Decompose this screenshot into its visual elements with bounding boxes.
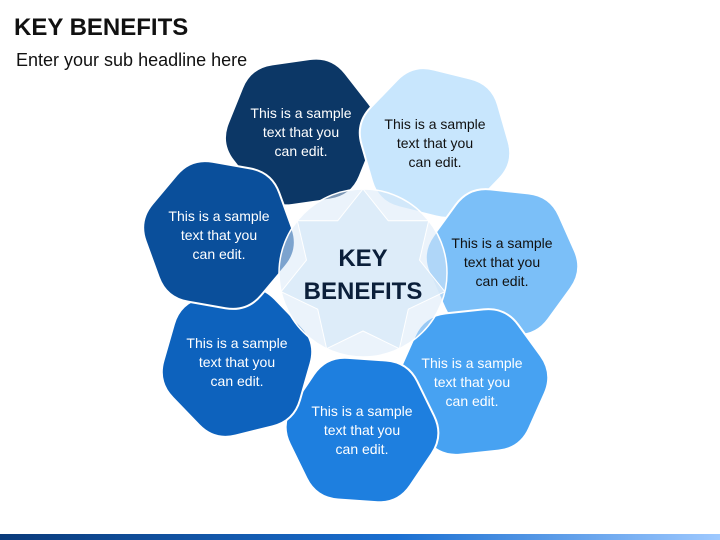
petal-text-1[interactable]: This is a sample text that you can edit. xyxy=(250,105,351,159)
benefit-petal-7: This is a sample text that you can edit. xyxy=(142,160,296,310)
benefit-petal-6: This is a sample text that you can edit. xyxy=(160,286,314,438)
petal-text-line: text that you xyxy=(324,422,400,438)
center-star-shape xyxy=(280,188,446,350)
benefit-petal-1: This is a sample text that you can edit. xyxy=(223,57,379,207)
benefit-petal-2: This is a sample text that you can edit. xyxy=(358,67,512,219)
petal-text-7[interactable]: This is a sample text that you can edit. xyxy=(168,208,269,262)
petal-text-line: can edit. xyxy=(409,154,462,170)
center-hub: KEY BENEFITS xyxy=(278,188,448,358)
petal-text-line: This is a sample xyxy=(384,116,485,132)
petal-text-5[interactable]: This is a sample text that you can edit. xyxy=(311,403,412,457)
petal-text-line: This is a sample xyxy=(311,403,412,419)
petal-text-line: text that you xyxy=(434,374,510,390)
center-title-line-1: KEY xyxy=(338,245,387,272)
petal-text-line: This is a sample xyxy=(451,235,552,251)
petal-text-line: This is a sample xyxy=(421,355,522,371)
petal-text-line: This is a sample xyxy=(250,105,351,121)
petal-text-6[interactable]: This is a sample text that you can edit. xyxy=(186,335,287,389)
petal-text-4[interactable]: This is a sample text that you can edit. xyxy=(421,355,522,409)
slide-title: KEY BENEFITS xyxy=(14,14,189,41)
center-title-line-2: BENEFITS xyxy=(304,278,423,305)
petal-text-line: text that you xyxy=(397,135,473,151)
petal-text-2[interactable]: This is a sample text that you can edit. xyxy=(384,116,485,170)
petal-text-line: can edit. xyxy=(275,143,328,159)
petal-text-line: text that you xyxy=(464,254,540,270)
benefit-petal-5: This is a sample text that you can edit. xyxy=(284,356,440,504)
petal-text-line: This is a sample xyxy=(186,335,287,351)
petal-shape-5 xyxy=(284,356,440,504)
petal-text-line: can edit. xyxy=(476,273,529,289)
slide-subtitle: Enter your sub headline here xyxy=(16,50,248,70)
petal-shape-1 xyxy=(223,57,379,207)
petal-text-line: can edit. xyxy=(211,373,264,389)
petal-shape-7 xyxy=(142,160,296,310)
petal-text-line: can edit. xyxy=(336,441,389,457)
petal-text-line: can edit. xyxy=(193,246,246,262)
benefit-petal-3: This is a sample text that you can edit. xyxy=(424,188,580,336)
petal-text-line: text that you xyxy=(199,354,275,370)
petal-text-line: text that you xyxy=(181,227,257,243)
bottom-accent-bar xyxy=(0,534,720,540)
petal-text-line: This is a sample xyxy=(168,208,269,224)
petal-text-line: text that you xyxy=(263,124,339,140)
petal-text-3[interactable]: This is a sample text that you can edit. xyxy=(451,235,552,289)
petal-text-line: can edit. xyxy=(446,393,499,409)
